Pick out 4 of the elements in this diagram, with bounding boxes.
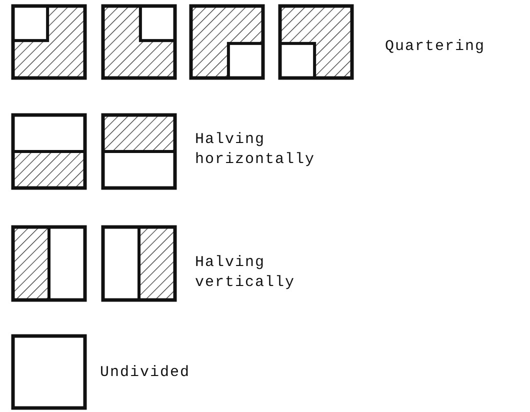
pattern-label: Quartering	[385, 37, 486, 57]
pattern-label: Halving vertically	[195, 253, 296, 293]
pattern-label: Undivided	[100, 363, 192, 383]
pattern-label: Halving horizontally	[195, 130, 316, 170]
